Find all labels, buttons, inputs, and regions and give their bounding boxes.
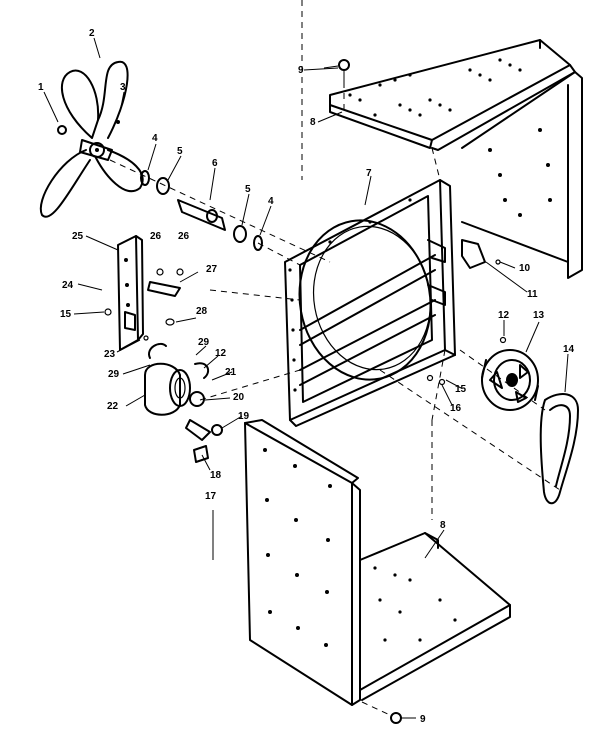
assembly-line xyxy=(431,147,441,181)
callout-4b: 4 xyxy=(268,196,274,207)
assembly-line xyxy=(257,242,301,266)
assembly-line xyxy=(379,369,561,491)
drive-belt xyxy=(539,393,579,505)
assembly-line xyxy=(209,289,301,301)
callout-26a: 26 xyxy=(150,231,162,242)
callout-25: 25 xyxy=(72,231,84,242)
callout-3: 3 xyxy=(120,82,126,93)
callout-7: 7 xyxy=(366,168,372,179)
assembly-line xyxy=(459,349,546,411)
callout-19: 19 xyxy=(238,411,250,422)
fan-shroud-frame xyxy=(284,179,456,427)
callout-8a: 8 xyxy=(310,117,316,128)
callout-11: 11 xyxy=(527,289,538,300)
callout-13: 13 xyxy=(533,310,545,321)
callout-9a: 9 xyxy=(298,65,304,76)
screw xyxy=(426,374,434,382)
fan-shaft-and-bearings xyxy=(109,159,331,263)
blower-pulley xyxy=(481,336,539,411)
callout-23: 23 xyxy=(104,349,116,360)
callout-14: 14 xyxy=(563,344,575,355)
callout-16: 16 xyxy=(450,403,462,414)
screw-top xyxy=(338,59,350,110)
callout-5a: 5 xyxy=(177,146,183,157)
callout-4a: 4 xyxy=(152,133,158,144)
callout-12b: 12 xyxy=(215,348,227,359)
callout-17: 17 xyxy=(205,491,217,502)
callout-15a: 15 xyxy=(60,309,72,320)
drive-motor xyxy=(144,342,301,560)
callout-10: 10 xyxy=(519,263,531,274)
callout-labels: 1 2 3 4 5 6 5 4 7 9 8 10 11 12 13 14 15 … xyxy=(38,28,575,725)
callout-5b: 5 xyxy=(245,184,251,195)
callout-26b: 26 xyxy=(178,231,190,242)
callout-12a: 12 xyxy=(498,310,510,321)
screw-bottom xyxy=(361,701,402,724)
motor-bracket-clip xyxy=(461,239,501,269)
callout-6: 6 xyxy=(212,158,218,169)
callout-28: 28 xyxy=(196,306,208,317)
screw xyxy=(438,378,446,386)
fan-blade-assembly xyxy=(39,60,144,218)
leader-lines xyxy=(43,37,569,719)
base-pan xyxy=(359,532,511,701)
small-hardware xyxy=(147,268,184,326)
top-cover-panel xyxy=(329,39,576,151)
motor-mount-bracket xyxy=(104,235,149,351)
callout-8b: 8 xyxy=(440,520,446,531)
front-lower-panel xyxy=(244,419,361,706)
callout-2: 2 xyxy=(89,28,95,39)
callout-27: 27 xyxy=(206,264,218,275)
callout-22: 22 xyxy=(107,401,119,412)
callout-24: 24 xyxy=(62,280,74,291)
callout-29b: 29 xyxy=(108,369,120,380)
callout-20: 20 xyxy=(233,392,245,403)
callout-29a: 29 xyxy=(198,337,210,348)
callout-1: 1 xyxy=(38,82,44,93)
callout-18: 18 xyxy=(210,470,222,481)
assembly-line xyxy=(431,349,446,421)
right-side-panel xyxy=(461,71,583,279)
callout-21: 21 xyxy=(225,367,237,378)
callout-9b: 9 xyxy=(420,714,426,725)
callout-15b: 15 xyxy=(455,384,467,395)
